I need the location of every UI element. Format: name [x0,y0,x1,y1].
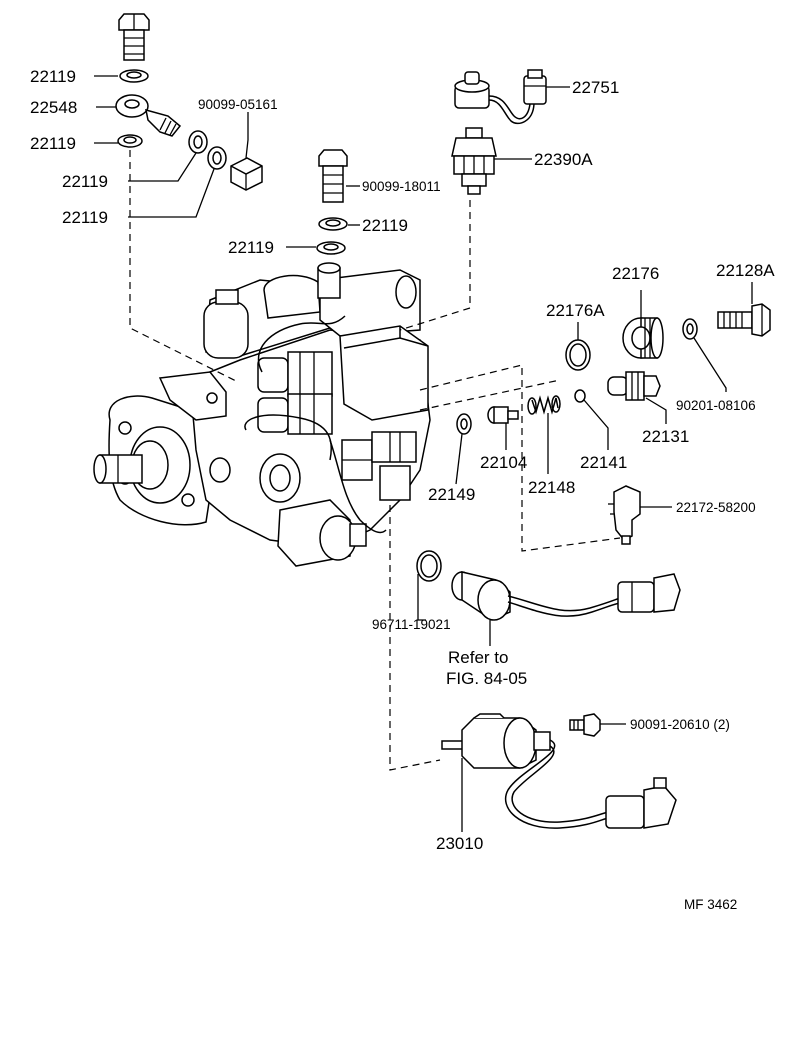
screw-part-90091 [569,713,601,737]
label-22176a: 22176A [546,301,605,320]
part-labels: 22119 22548 22119 22119 22119 90099-0516… [30,67,775,912]
ring-part-22149 [456,413,472,435]
label-22119-b: 22119 [30,134,76,153]
label-22131: 22131 [642,427,689,446]
label-22148: 22148 [528,478,575,497]
plunger-part-22104 [487,406,519,424]
figure-reference-label: FIG. 84-05 [446,669,527,688]
label-22149: 22149 [428,485,475,504]
washer-part-f [316,241,346,255]
label-90099-18011: 90099-18011 [362,179,441,194]
label-90091-20610: 90091-20610 (2) [630,717,730,732]
banjo-fitting-part [115,94,182,137]
o-ring-part-22176a [565,339,591,371]
washer-part-a [119,69,149,83]
label-22119-d: 22119 [62,208,108,227]
sensor-part-22390a [451,127,497,195]
label-23010: 23010 [436,834,483,853]
label-22176: 22176 [612,264,659,283]
label-22128a: 22128A [716,261,775,280]
label-22104: 22104 [480,453,527,472]
label-22141: 22141 [580,453,627,472]
gasket-part-d [207,146,227,170]
gasket-part-c [188,130,208,154]
plug-part-22176 [622,317,664,359]
refer-to-label: Refer to [448,648,508,667]
o-ring-part-96711 [416,550,442,582]
bolt-part-22128a [717,303,771,337]
label-22119-c: 22119 [62,172,108,191]
union-bolt-part [118,13,150,61]
cap-part [230,157,263,191]
label-96711-19021: 96711-19021 [372,617,451,632]
connector-part-22751 [454,69,547,125]
assembly-dashed-lines [129,150,621,771]
solenoid-valve-part-23010 [441,713,677,829]
washer-part-b [117,134,143,148]
label-22751: 22751 [572,78,619,97]
label-22119-a: 22119 [30,67,76,86]
leader-lines [94,75,753,832]
label-90099-05161: 90099-05161 [198,97,278,112]
speed-sensor-part [451,571,681,621]
label-90201-08106: 90201-08106 [676,398,756,413]
spring-part-22148 [527,395,561,415]
washer-part-08106 [682,318,698,340]
figure-code-label: MF 3462 [684,897,737,912]
bolt-part-18011 [318,149,348,203]
label-22119-f: 22119 [228,238,274,257]
label-22172-58200: 22172-58200 [676,500,756,515]
injection-pump-body [93,262,431,567]
sensor-part-22172 [608,485,641,545]
label-22119-e: 22119 [362,216,408,235]
label-22548: 22548 [30,98,77,117]
o-ring-part-22141 [574,389,586,403]
valve-part-22131 [607,371,661,401]
label-22390a: 22390A [534,150,593,169]
washer-part-e [318,217,348,231]
